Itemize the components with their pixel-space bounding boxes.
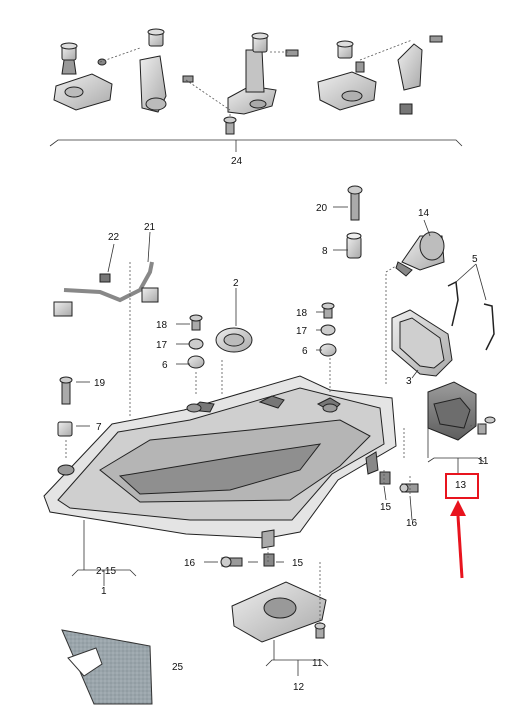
callout-20: 20 [316,203,328,214]
cover-3 [391,309,453,377]
callout-6-left: 6 [162,360,168,371]
repair-bracket-left [53,42,113,111]
callout-13: 13 [455,480,467,491]
nut-6-right [319,343,337,357]
clip-15-right [379,471,391,485]
highlight-marker [445,473,479,579]
callout-18-left: 18 [156,320,168,331]
screw-19 [59,376,73,405]
screw-11-bottom [314,622,326,639]
repair-bracket-leaders [99,39,413,116]
screw-16-bottom [220,556,243,568]
control-unit-13 [427,381,477,441]
callout-11-bottom: 11 [312,658,323,669]
callout-15-right: 15 [380,502,392,513]
screw-18-left [189,314,203,331]
group-brackets [71,428,485,676]
screw-20 [347,185,363,221]
callout-16-bottom: 16 [184,558,196,569]
repair-bracket-group [49,28,463,152]
repair-bracket-fourth [317,40,413,115]
repair-bracket-second [139,28,194,113]
repair-bracket-right [397,35,443,91]
nut-7 [57,421,73,437]
repair-screw [223,116,237,135]
bushing-8 [346,232,362,259]
repair-bracket-third [227,32,299,115]
grommet-2 [215,327,253,353]
highlight-arrow-shaft [456,515,464,579]
cable-21 [53,261,159,317]
washer-17-right [320,324,336,336]
callout-21: 21 [144,222,156,233]
callout-7: 7 [96,422,102,433]
callout-6-right: 6 [302,346,308,357]
seal-5 [447,280,495,351]
screw-18-right [321,302,335,319]
callout-16-right: 16 [406,518,418,529]
callout-2: 2 [233,278,239,289]
callout-1: 1 [101,586,107,597]
callout-labels: 24 20 14 8 22 21 5 2 18 18 17 17 6 6 3 1… [94,156,489,693]
gasket-25 [61,629,153,705]
callout-leaders [76,206,487,563]
washer-17-left [188,338,204,350]
callout-11-right: 11 [478,456,489,467]
headlamp-housing [43,375,397,549]
callout-24-bracket [49,139,463,152]
callout-14: 14 [418,208,430,219]
callout-19: 19 [94,378,106,389]
callout-3: 3 [406,376,412,387]
screw-16-right [399,483,419,493]
nut-6-left [187,355,205,369]
callout-15-bottom: 15 [292,558,304,569]
callout-17-left: 17 [156,340,168,351]
callout-5: 5 [472,254,478,265]
clip-15-bottom [263,553,275,567]
screw-11-right [477,416,496,435]
highlight-box [445,473,479,499]
callout-18-right: 18 [296,308,308,319]
highlight-arrow-head [450,500,466,516]
callout-24: 24 [231,156,243,167]
cover-plate-12 [231,581,327,643]
bulb-14 [395,231,445,277]
callout-8: 8 [322,246,328,257]
leader-lines [65,260,481,624]
callout-22: 22 [108,232,120,243]
callout-12: 12 [293,682,305,693]
callout-2-15: 2-15 [96,566,116,577]
callout-25: 25 [172,662,184,673]
callout-17-right: 17 [296,326,308,337]
